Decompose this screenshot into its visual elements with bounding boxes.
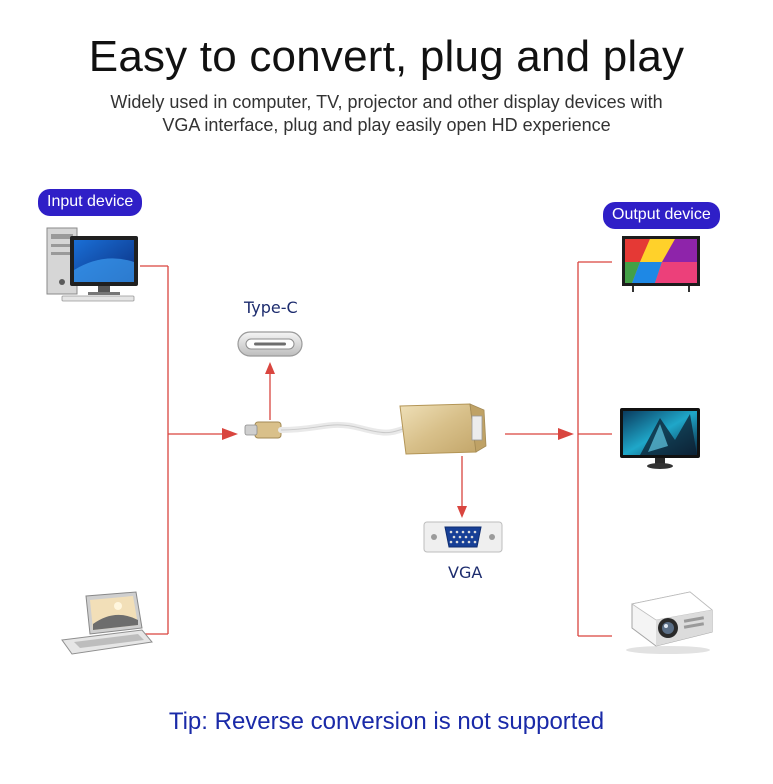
desktop-computer-icon (46, 227, 138, 302)
output-device-badge: Output device (603, 202, 720, 229)
page-title: Easy to convert, plug and play (88, 32, 685, 81)
output-connector-lines (505, 261, 612, 637)
type-c-label: Type-C (244, 298, 298, 317)
vga-port-icon (423, 521, 503, 553)
input-device-badge: Input device (38, 189, 143, 216)
vga-arrow-head (457, 506, 467, 518)
subtitle-line-2: VGA interface, plug and play easily open… (162, 115, 611, 135)
usb-c-to-vga-adapter-icon (244, 403, 487, 455)
monitor-icon (620, 408, 700, 469)
type-c-port-icon (237, 331, 303, 357)
type-c-arrow-head (265, 362, 275, 374)
tv-icon (622, 236, 700, 292)
page-subtitle: Widely used in computer, TV, projector a… (0, 91, 773, 137)
output-arrow (558, 428, 574, 440)
projector-icon (626, 591, 713, 654)
vga-label: VGA (448, 563, 483, 582)
laptop-icon (61, 591, 153, 655)
input-connector-lines (140, 265, 226, 635)
footer-tip: Tip: Reverse conversion is not supported (168, 708, 605, 735)
input-arrow (222, 428, 238, 440)
subtitle-line-1: Widely used in computer, TV, projector a… (110, 92, 663, 112)
